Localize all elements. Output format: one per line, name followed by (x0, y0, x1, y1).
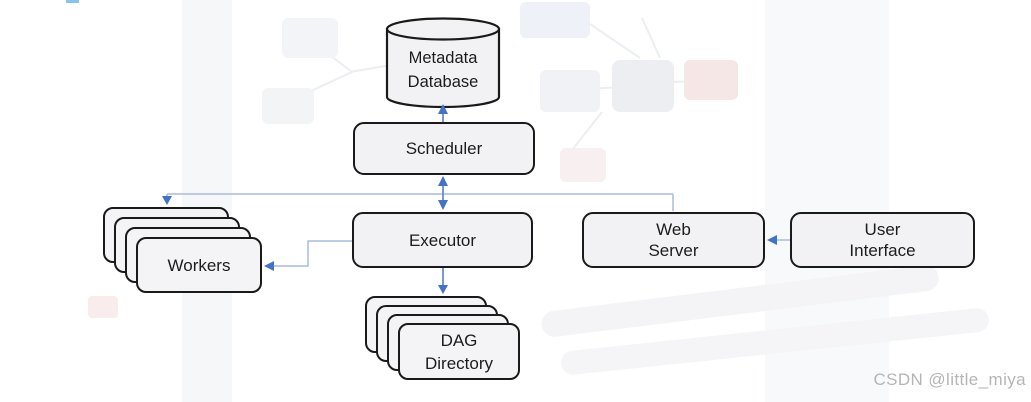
edge-scheduler-bus (166, 193, 674, 211)
node-dag-directory-label: DAG Directory (424, 330, 493, 373)
top-edge-artifact (66, 0, 79, 3)
node-executor: Executor (352, 212, 533, 268)
workers-card-front: Workers (136, 237, 262, 293)
edge-bus-to-workers (162, 196, 172, 205)
edge-executor-to-workers (264, 240, 353, 271)
node-workers-label: Workers (167, 255, 231, 275)
watermark-text: CSDN @little_miya (873, 370, 1026, 389)
node-scheduler-label: Scheduler (405, 139, 483, 158)
node-metadata-database-label: Metadata Database (407, 49, 479, 91)
node-executor-label: Executor (408, 230, 477, 250)
node-web-server-label: Web Server (648, 220, 699, 260)
edge-executor-to-dag (438, 268, 448, 294)
edge-scheduler-to-database (438, 104, 448, 122)
node-user-interface: User Interface (790, 212, 975, 268)
node-scheduler: Scheduler (353, 122, 535, 175)
dag-card-front: DAG Directory (398, 323, 520, 380)
node-web-server: Web Server (582, 212, 765, 268)
edge-scheduler-executor-double (438, 176, 448, 210)
edge-ui-to-webserver (767, 235, 790, 245)
metadata-database-cylinder-shape (385, 17, 501, 109)
node-user-interface-label: User Interface (849, 220, 916, 260)
